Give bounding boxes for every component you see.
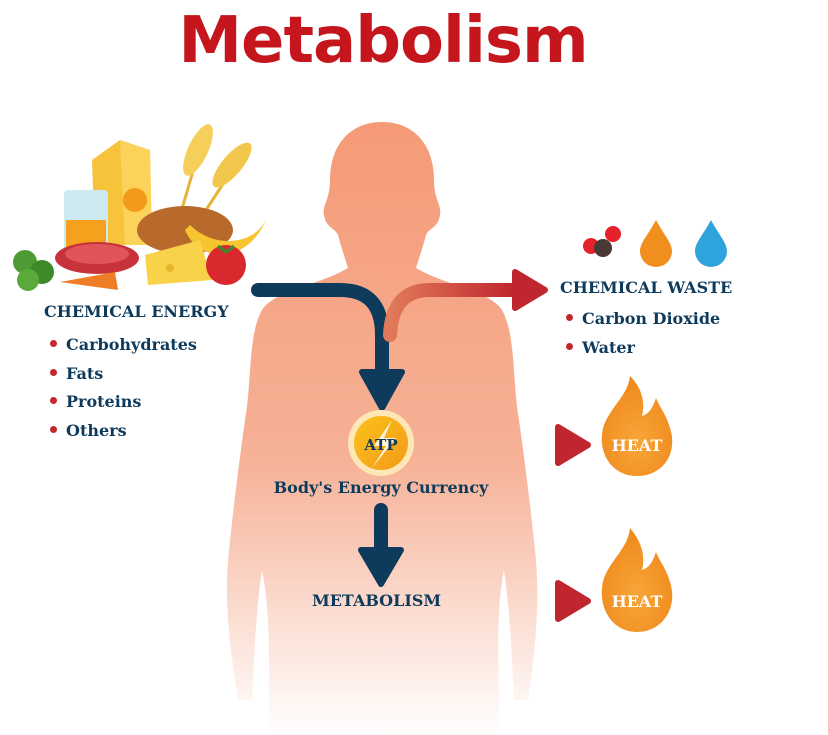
- chemical-energy-heading: CHEMICAL ENERGY: [44, 302, 229, 321]
- co2-molecule-icon: [583, 226, 621, 257]
- heat-label: HEAT: [612, 592, 663, 611]
- list-item: Carbohydrates: [50, 331, 229, 360]
- chemical-waste-arrow: [383, 283, 522, 342]
- page-title: Metabolism: [178, 4, 588, 78]
- list-item: Water: [566, 334, 732, 363]
- list-item: Proteins: [50, 388, 229, 417]
- arrowhead-down-icon: [359, 369, 405, 411]
- arrowhead-right-icon: [555, 424, 591, 466]
- flame-icon: HEAT: [601, 528, 673, 632]
- atp-caption: Body's Energy Currency: [273, 478, 489, 497]
- chemical-energy-section: CHEMICAL ENERGY Carbohydrates Fats Prote…: [44, 302, 229, 445]
- flame-icon: HEAT: [601, 376, 673, 476]
- chemical-waste-section: CHEMICAL WASTE Carbon Dioxide Water: [560, 278, 732, 362]
- heat-label: HEAT: [612, 436, 663, 455]
- metabolism-label: METABOLISM: [312, 591, 442, 610]
- list-item: Fats: [50, 360, 229, 389]
- atp-label: ATP: [363, 436, 397, 454]
- list-item: Carbon Dioxide: [566, 305, 732, 334]
- orange-drop-icon: [640, 220, 672, 267]
- chemical-waste-heading: CHEMICAL WASTE: [560, 278, 733, 297]
- food-illustration: [13, 124, 268, 291]
- list-item: Others: [50, 417, 229, 446]
- arrowhead-down-icon: [358, 547, 404, 587]
- water-drop-icon: [695, 220, 727, 267]
- atp-coin-icon: ATP: [348, 410, 414, 476]
- arrowhead-right-icon: [512, 269, 548, 311]
- chemical-energy-arrow: [251, 283, 389, 385]
- arrowhead-right-icon: [555, 580, 591, 622]
